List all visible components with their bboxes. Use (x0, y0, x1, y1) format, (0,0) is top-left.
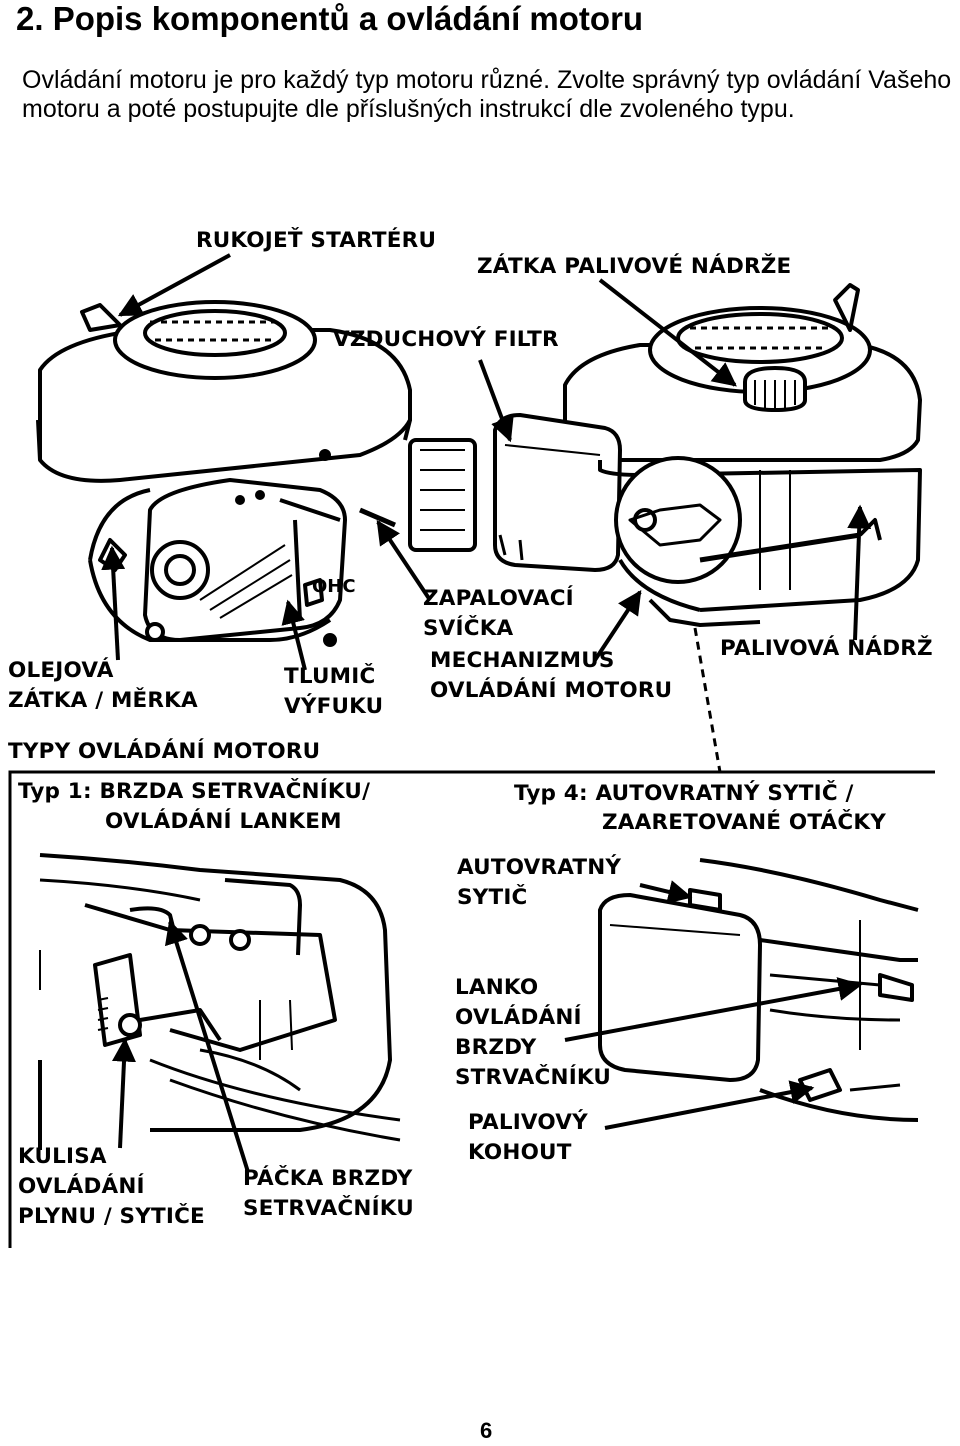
intro-paragraph: Ovládání motoru je pro každý typ motoru … (22, 66, 960, 124)
label-brake-lever-line1: PÁČKA BRZDY (243, 1166, 413, 1191)
control-types-frame (8, 770, 935, 1248)
label-spark-plug-line1: ZAPALOVACÍ (423, 586, 574, 611)
control-callout-arrows (112, 880, 863, 1173)
label-air-filter: VZDUCHOVÝ FILTR (333, 327, 559, 352)
label-fuel-valve-line2: KOHOUT (468, 1140, 572, 1165)
engine-callout-arrows (101, 253, 872, 773)
intro-line-1: Ovládání motoru je pro každý typ motoru … (22, 66, 952, 94)
label-oil-line1: OLEJOVÁ (8, 658, 114, 683)
label-control-mechanism-line1: MECHANIZMUS (430, 648, 615, 673)
intro-line-2: motoru a poté postupujte dle příslušných… (22, 95, 795, 123)
label-lever-line2: OVLÁDÁNÍ (18, 1174, 145, 1199)
engine-brand-text: OHC (312, 576, 356, 597)
label-fuel-valve-line1: PALIVOVÝ (468, 1110, 588, 1135)
type1-title-line1: Typ 1: BRZDA SETRVAČNÍKU/ (18, 779, 371, 804)
label-cable-line1: LANKO (455, 975, 539, 1000)
label-lever-line1: KULISA (18, 1144, 107, 1169)
label-muffler-line2: VÝFUKU (284, 694, 384, 719)
label-cable-line4: STRVAČNÍKU (455, 1065, 612, 1090)
type1-detail-drawing (38, 853, 401, 1150)
label-muffler-line1: TLUMIČ (284, 664, 376, 689)
label-lever-line3: PLYNU / SYTIČE (18, 1204, 205, 1229)
label-cable-line3: BRZDY (455, 1035, 537, 1060)
label-oil-line2: ZÁTKA / MĚRKA (8, 688, 198, 713)
right-engine-drawing (493, 283, 922, 627)
label-control-mechanism-line2: OVLÁDÁNÍ MOTORU (430, 678, 673, 703)
type4-detail-drawing (598, 858, 919, 1122)
label-fuel-tank: PALIVOVÁ NÁDRŽ (720, 636, 933, 661)
section-title-control-types: TYPY OVLÁDÁNÍ MOTORU (8, 739, 321, 764)
label-cable-line2: OVLÁDÁNÍ (455, 1005, 582, 1030)
label-choke-line1: AUTOVRATNÝ (457, 855, 622, 880)
label-fuel-cap: ZÁTKA PALIVOVÉ NÁDRŽE (477, 254, 792, 279)
type1-title-line2: OVLÁDÁNÍ LANKEM (105, 809, 342, 834)
type4-title-line2: ZAARETOVANÉ OTÁČKY (602, 810, 886, 835)
label-spark-plug-line2: SVÍČKA (423, 616, 514, 641)
page-number: 6 (480, 1418, 493, 1443)
label-choke-line2: SYTIČ (457, 885, 528, 910)
left-engine-drawing: OHC (36, 300, 477, 647)
page-heading: 2. Popis komponentů a ovládání motoru (16, 0, 644, 37)
label-brake-lever-line2: SETRVAČNÍKU (243, 1196, 414, 1221)
label-starter-handle: RUKOJEŤ STARTÉRU (196, 228, 437, 253)
type4-title-line1: Typ 4: AUTOVRATNÝ SYTIČ / (514, 781, 854, 806)
